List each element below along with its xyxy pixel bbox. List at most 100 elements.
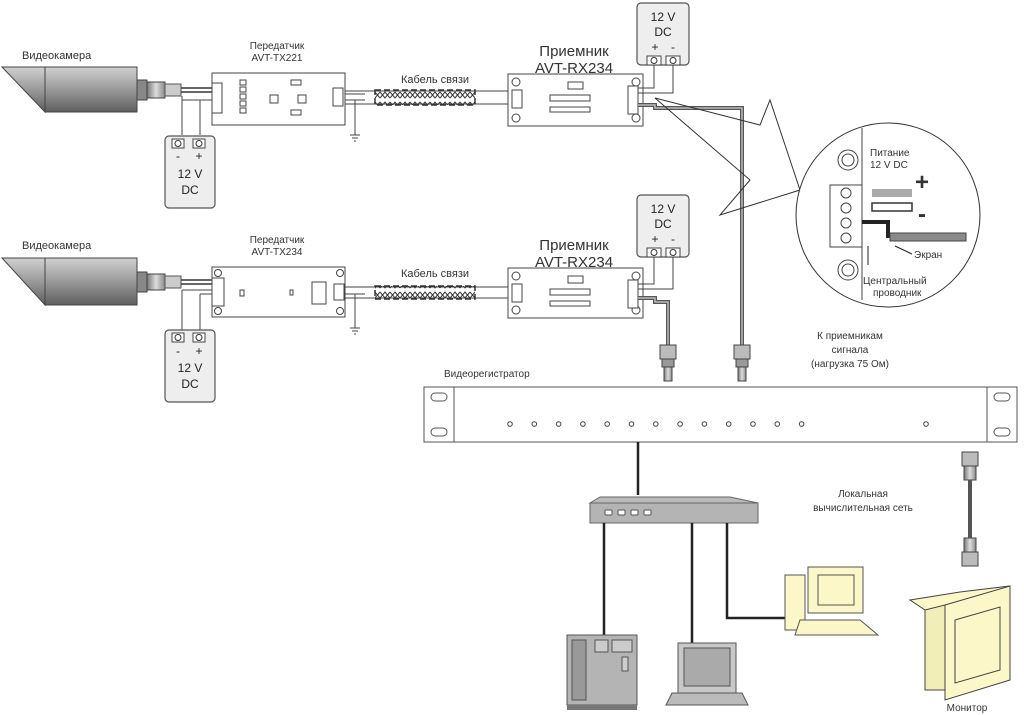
svg-text:Приемник: Приемник (539, 43, 609, 60)
svg-text:+: + (915, 169, 929, 196)
receiver-2: Приемник AVT-RX234 (507, 237, 644, 319)
bnc-connector-1 (659, 344, 677, 382)
camera-2: Видеокамера (0, 240, 182, 307)
svg-text:AVT-TX221: AVT-TX221 (252, 53, 303, 64)
terminal-detail-callout: Питание 12 V DC + - Экран Центральный пр… (795, 122, 981, 308)
psu-2: 12 V DC + - (636, 2, 690, 94)
svg-text:Монитор: Монитор (947, 703, 988, 714)
camera-1-wire (181, 87, 212, 93)
screw-terminal-icon (174, 140, 182, 147)
screw-terminal-icon (669, 57, 677, 64)
dvr-port-11 (750, 421, 756, 427)
dvr-port-9 (701, 421, 708, 427)
lan-cables (602, 523, 785, 643)
transmitter-1: Передатчик AVT-TX221 (211, 41, 346, 126)
svg-text:Локальная: Локальная (838, 489, 888, 500)
desktop-pc-icon (784, 566, 880, 636)
svg-text:Центральный: Центральный (863, 276, 927, 287)
camera-hood (0, 66, 46, 114)
svg-text:12 V: 12 V (651, 10, 676, 24)
svg-text:AVT-TX234: AVT-TX234 (252, 247, 303, 258)
svg-text:К приемникам: К приемникам (817, 331, 883, 342)
psu-4: 12 V DC + - (636, 194, 690, 290)
receiver-1: Приемник AVT-RX234 (507, 43, 644, 127)
dvr-port-3 (555, 421, 562, 427)
svg-text:Передатчик: Передатчик (250, 235, 305, 246)
screw-terminal-icon (174, 334, 182, 341)
monitor-icon (908, 585, 1011, 701)
svg-text:DC: DC (654, 25, 672, 39)
screw-terminal-icon (650, 249, 658, 256)
svg-text:сигнала: сигнала (832, 345, 869, 356)
svg-text:AVT-RX234: AVT-RX234 (535, 254, 613, 271)
svg-text:+: + (651, 40, 658, 54)
svg-text:DC: DC (181, 183, 199, 197)
svg-text:Передатчик: Передатчик (250, 41, 305, 52)
cable-1: Кабель связи (345, 74, 510, 106)
svg-text:-: - (918, 201, 926, 228)
svg-text:Кабель связи: Кабель связи (401, 74, 469, 86)
svg-text:-: - (671, 232, 675, 246)
svg-text:Экран: Экран (914, 250, 942, 261)
dvr-port-8 (677, 421, 683, 427)
dvr-chassis (423, 386, 1018, 443)
svg-text:Кабель связи: Кабель связи (401, 268, 469, 280)
switch-body (589, 502, 759, 524)
dvr-port-4 (580, 421, 586, 427)
svg-text:-: - (176, 149, 180, 163)
svg-text:AVT-RX234: AVT-RX234 (535, 60, 613, 77)
screw-terminal-icon (195, 140, 203, 147)
svg-text:-: - (176, 344, 180, 358)
dvr-port-2 (531, 421, 538, 427)
bnc-connector-2 (733, 344, 751, 382)
svg-text:-: - (671, 40, 675, 54)
psu-1: - + 12 V DC (164, 96, 216, 209)
transmitter-1-board (211, 72, 346, 126)
camera-lens-mount (136, 79, 148, 101)
svg-text:DC: DC (654, 217, 672, 231)
svg-text:проводник: проводник (873, 288, 922, 299)
dvr-port-7 (653, 421, 659, 427)
psu-2-box (636, 2, 690, 66)
dvr: Видеорегистратор (423, 369, 1018, 443)
coax-cable-end (889, 232, 967, 242)
svg-text:+: + (651, 232, 658, 246)
svg-text:12 V: 12 V (178, 167, 203, 181)
twisted-pair-icon (374, 285, 476, 300)
dvr-port-5 (604, 421, 611, 427)
svg-text:+: + (195, 149, 202, 163)
cable-2: Кабель связи (345, 268, 510, 300)
network-switch (588, 496, 759, 524)
dvr-ports (507, 421, 929, 427)
svg-text:12 V: 12 V (651, 202, 676, 216)
dvr-port-12 (774, 421, 781, 427)
svg-text:12 V: 12 V (178, 361, 203, 375)
plus-wire (872, 189, 912, 197)
monitor-cable (961, 451, 979, 567)
svg-text:Видеорегистратор: Видеорегистратор (444, 369, 530, 380)
camera-1: Видеокамера (0, 50, 182, 114)
camera-1-label: Видеокамера (22, 50, 92, 62)
dvr-port-1 (507, 421, 513, 427)
svg-text:Приемник: Приемник (539, 237, 609, 254)
dvr-port-14 (923, 421, 929, 427)
svg-text:+: + (195, 344, 202, 358)
minus-wire (871, 202, 913, 212)
screw-terminal-icon (669, 249, 677, 256)
psu-3: - + 12 V DC (164, 289, 216, 403)
transmitter-2: Передатчик AVT-TX234 (211, 235, 346, 318)
ground-icon (350, 294, 360, 335)
camera-2-label: Видеокамера (22, 240, 92, 252)
ground-icon (350, 100, 360, 142)
svg-text:(нагрузка 75 Ом): (нагрузка 75 Ом) (811, 359, 889, 370)
twisted-pair-icon (374, 89, 476, 106)
dvr-port-13 (798, 421, 805, 427)
svg-text:12 V DC: 12 V DC (870, 160, 908, 171)
dvr-port-6 (628, 421, 635, 427)
screw-terminal-icon (650, 57, 658, 64)
laptop-icon (665, 642, 749, 706)
server-icon (566, 634, 638, 710)
bnc-plug-icon (146, 273, 166, 291)
svg-text:Питание: Питание (870, 148, 910, 159)
